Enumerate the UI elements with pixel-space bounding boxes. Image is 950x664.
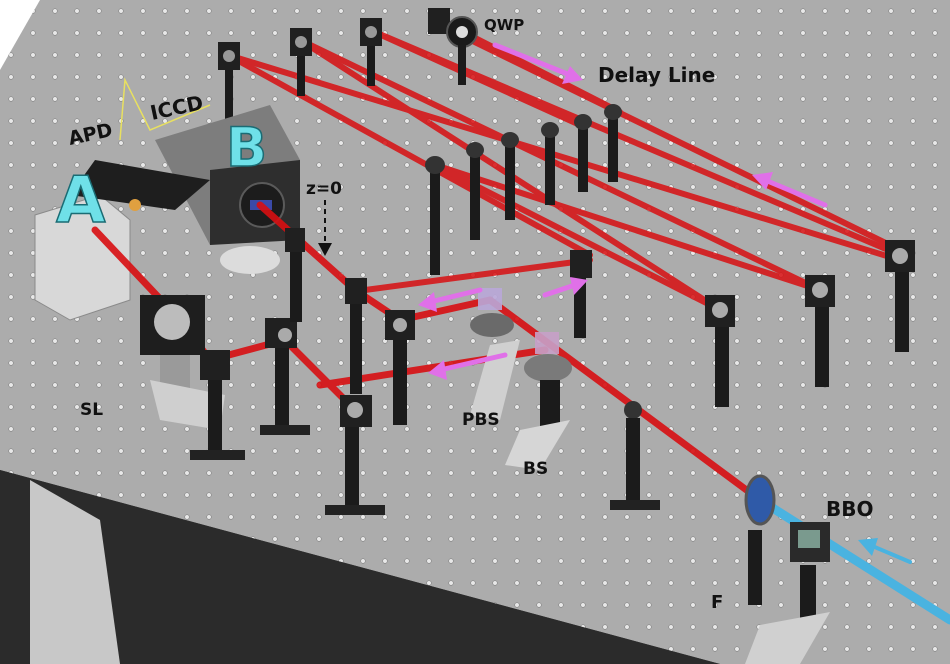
right-mounts (705, 240, 915, 407)
mount-row-back (218, 8, 478, 120)
pbs-cube (470, 288, 520, 420)
foreground-mounts (140, 228, 830, 664)
mirror-mount (285, 228, 305, 322)
mirror-mount (360, 18, 382, 86)
bs-cube (505, 332, 572, 470)
mirror-mount (290, 28, 312, 96)
mirror-mount (325, 395, 385, 515)
port-b-label: B (226, 116, 267, 179)
mirror-mount (218, 42, 240, 120)
apd-cable (119, 77, 211, 141)
qwp-mount (428, 8, 478, 85)
z0-marker (318, 200, 332, 256)
apd-stage (34, 160, 210, 321)
mirror-mount (345, 278, 367, 394)
iris-mount (610, 401, 660, 510)
filter-lens (744, 474, 776, 605)
table-leg (30, 480, 120, 664)
port-a-label: A (56, 164, 106, 238)
table-side (0, 470, 720, 664)
z0-label: z=0 (306, 179, 342, 199)
f-label: F (711, 592, 723, 613)
bs-label: BS (523, 459, 548, 479)
mid-posts (425, 104, 622, 275)
mirror-mount (190, 350, 245, 460)
mirror-mount (260, 318, 310, 435)
mirror-mount (385, 310, 415, 425)
pbs-label: PBS (462, 410, 500, 430)
sl-label: SL (80, 400, 103, 420)
pump-beam (755, 495, 950, 625)
delay-arrows (418, 42, 828, 380)
delay-line-label: Delay Line (598, 63, 715, 87)
bbo-crystal (745, 522, 830, 664)
mirror-mount (570, 250, 592, 338)
pump-arrow (858, 538, 912, 564)
qwp-label: QWP (484, 16, 524, 34)
bbo-label: BBO (826, 497, 874, 521)
sl-objective (140, 295, 225, 430)
